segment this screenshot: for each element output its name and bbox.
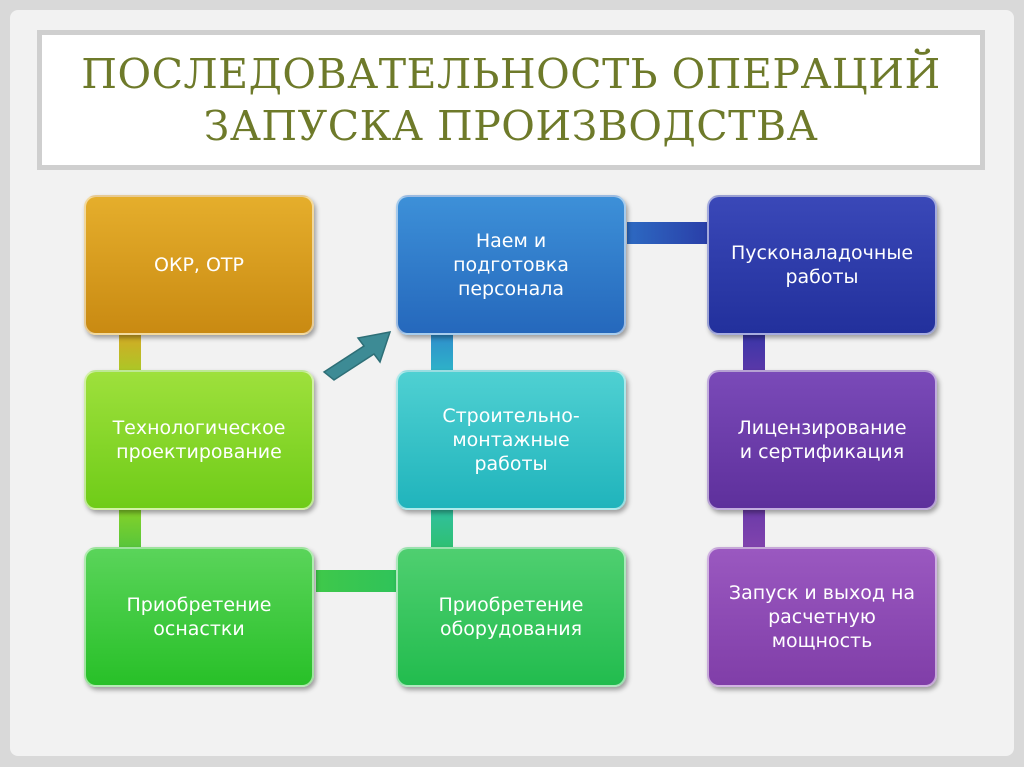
title-box: Последовательность операций запуска прои…	[37, 30, 985, 170]
step-licensing: Лицензирование и сертификация	[707, 370, 937, 510]
connector-commissioning-licensing	[743, 333, 765, 373]
step-launch: Запуск и выход на расчетную мощность	[707, 547, 937, 687]
step-hiring: Наем и подготовка персонала	[396, 195, 626, 335]
arrow-icon	[322, 331, 392, 381]
step-equipment: Приобретение оборудования	[396, 547, 626, 687]
connector-tooling-equipment	[316, 570, 398, 592]
connector-okr-tech	[119, 333, 141, 373]
connector-tech-tooling	[119, 508, 141, 550]
title-line-2: запуска производства	[203, 102, 819, 150]
connector-equipment-construction	[431, 508, 453, 550]
connector-licensing-launch	[743, 508, 765, 550]
step-tooling: Приобретение оснастки	[84, 547, 314, 687]
step-tech-design: Технологическое проектирование	[84, 370, 314, 510]
title-line-1: Последовательность операций	[81, 50, 941, 98]
connector-construction-hiring	[431, 333, 453, 373]
connector-hiring-commissioning	[627, 222, 709, 244]
step-commissioning: Пусконаладочные работы	[707, 195, 937, 335]
step-okr: ОКР, ОТР	[84, 195, 314, 335]
step-construction: Строительно- монтажные работы	[396, 370, 626, 510]
